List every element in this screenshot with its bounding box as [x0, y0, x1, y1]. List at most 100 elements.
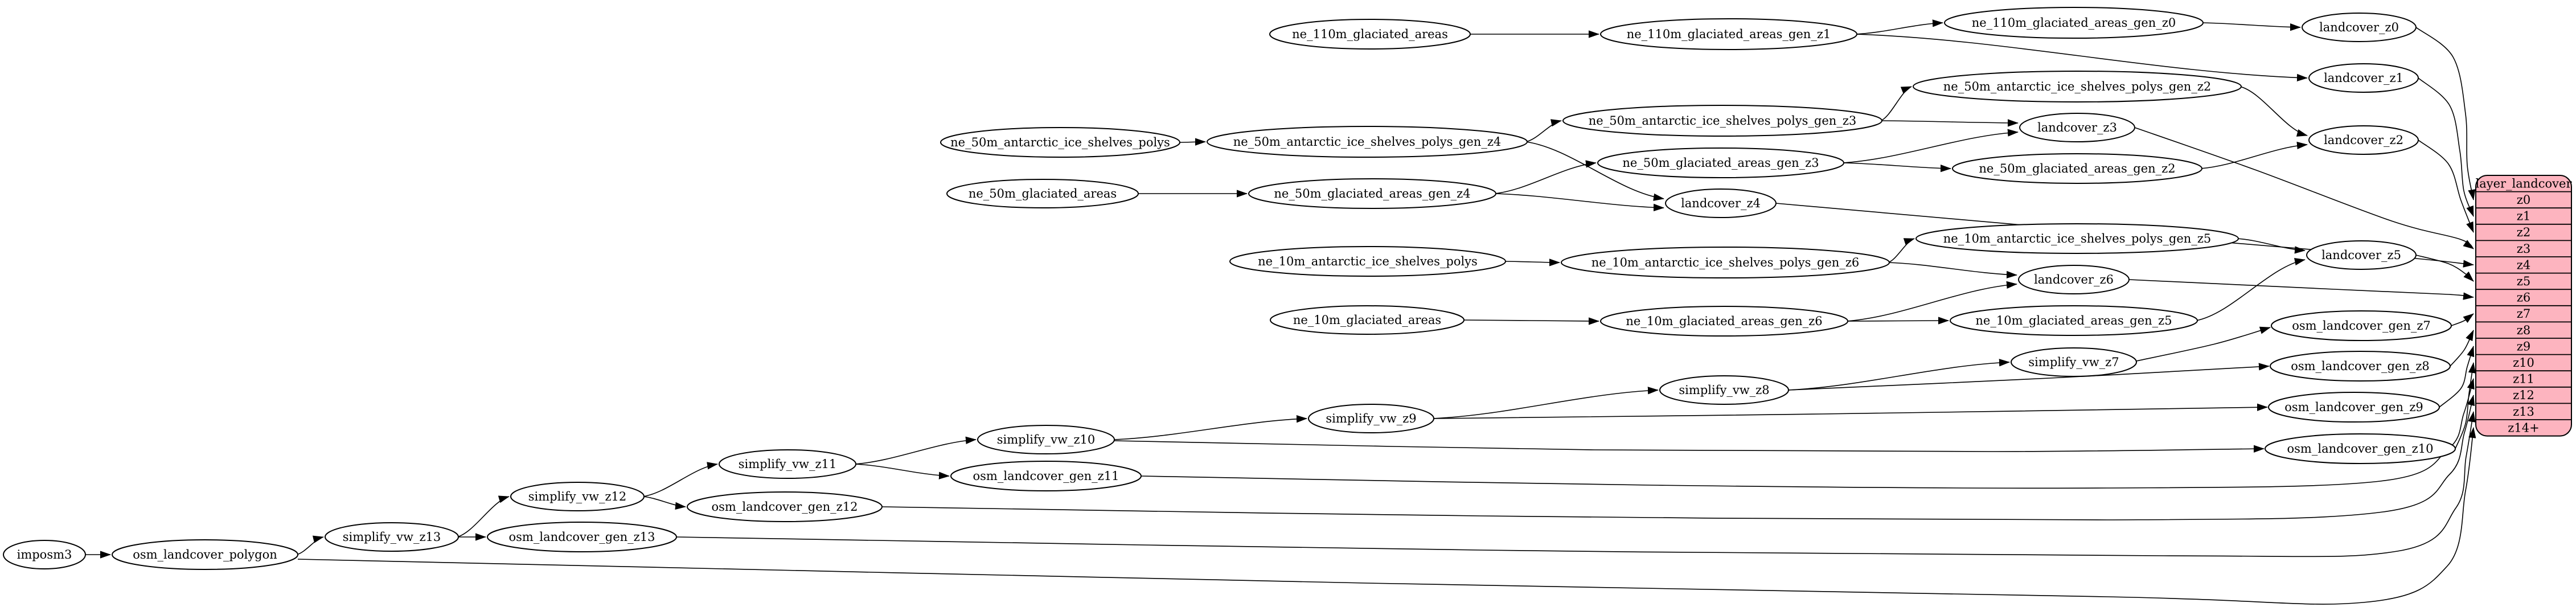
node-label: ne_10m_antarctic_ice_shelves_polys_gen_z… — [1591, 256, 1860, 269]
node-ne_50m_glaciated_areas_gen_z3: ne_50m_glaciated_areas_gen_z3 — [1597, 147, 1844, 178]
edge-og11-row-z11 — [1141, 378, 2475, 489]
edge-n10gg6-lz6 — [1846, 281, 2017, 322]
node-simplify_vw_z7: simplify_vw_z7 — [2011, 347, 2137, 377]
table-row-z5: z5 — [2517, 274, 2530, 288]
edge-og9-row-z9 — [2439, 346, 2475, 408]
node-label: osm_landcover_gen_z10 — [2287, 442, 2434, 456]
node-landcover_z6: landcover_z6 — [2018, 265, 2130, 294]
node-label: imposm3 — [17, 548, 72, 561]
node-ellipse — [2308, 63, 2419, 93]
node-ellipse — [2271, 310, 2452, 341]
node-ellipse — [977, 425, 1115, 454]
edge-lz3-row-z3 — [2134, 127, 2474, 249]
table-row-z4: z4 — [2517, 258, 2530, 272]
node-label: landcover_z0 — [2319, 20, 2399, 34]
node-landcover_z1: landcover_z1 — [2308, 63, 2419, 93]
node-label: landcover_z2 — [2324, 133, 2403, 147]
node-ne_10m_antarctic_ice_shelves_polys: ne_10m_antarctic_ice_shelves_polys — [1229, 246, 1506, 277]
node-ellipse — [687, 491, 883, 522]
table-row-z10: z10 — [2513, 356, 2534, 370]
edge-svw9-og9 — [1433, 403, 2268, 419]
edge-n10sg6-lz6 — [1888, 262, 2017, 279]
node-ellipse — [1269, 19, 1471, 50]
node-label: ne_10m_glaciated_areas — [1293, 313, 1441, 327]
layer-landcover-table: layer_landcoverz0z1z2z3z4z5z6z7z8z9z10z1… — [2475, 175, 2572, 437]
node-ellipse — [1659, 375, 1789, 405]
node-landcover_z0: landcover_z0 — [2302, 13, 2417, 42]
node-label: landcover_z3 — [2037, 121, 2117, 134]
edge-n50gg4-n50gg3 — [1494, 160, 1597, 194]
node-ellipse — [1561, 247, 1890, 278]
edge-n50sg4-n50sg3 — [1525, 119, 1562, 142]
edge-osmpoly-svw13 — [296, 535, 324, 555]
node-label: ne_50m_antarctic_ice_shelves_polys_gen_z… — [1233, 135, 1502, 149]
node-ellipse — [2302, 13, 2417, 42]
node-ellipse — [2019, 113, 2135, 142]
edge-svw10-og10 — [1114, 440, 2265, 453]
node-label: simplify_vw_z7 — [2028, 355, 2119, 369]
edge-svw8-og8 — [1788, 363, 2270, 391]
node-ne_110m_glaciated_areas_gen_z0: ne_110m_glaciated_areas_gen_z0 — [1944, 7, 2204, 39]
table-row-z13: z13 — [2513, 405, 2534, 419]
table-row-z9: z9 — [2517, 339, 2530, 353]
node-label: simplify_vw_z13 — [343, 530, 441, 544]
node-label: osm_landcover_gen_z12 — [712, 500, 858, 514]
node-ne_50m_antarctic_ice_shelves_polys_gen_z3: ne_50m_antarctic_ice_shelves_polys_gen_z… — [1562, 105, 1882, 137]
table-row-z8: z8 — [2517, 323, 2530, 337]
edge-n110g0-lz0 — [2201, 22, 2301, 31]
node-ellipse — [2306, 240, 2417, 270]
node-ellipse — [1944, 7, 2204, 39]
edge-svw12-svw11 — [642, 462, 718, 497]
node-imposm3: imposm3 — [3, 540, 86, 569]
table-row-z3: z3 — [2517, 242, 2530, 256]
node-ellipse — [1248, 178, 1496, 209]
node-label: ne_50m_glaciated_areas_gen_z2 — [1979, 162, 2175, 175]
edge-svw12-og12 — [642, 496, 686, 510]
node-label: osm_landcover_polygon — [133, 548, 277, 561]
node-ne_50m_glaciated_areas_gen_z4: ne_50m_glaciated_areas_gen_z4 — [1248, 178, 1496, 209]
node-landcover_z4: landcover_z4 — [1665, 188, 1777, 218]
node-label: ne_10m_antarctic_ice_shelves_polys_gen_z… — [1943, 232, 2212, 245]
edge-n10sg6-n10sg5 — [1888, 238, 1915, 263]
node-ne_10m_glaciated_areas: ne_10m_glaciated_areas — [1270, 305, 1465, 335]
edge-lz1-row-z1 — [2418, 77, 2474, 217]
edge-og12-row-z12 — [881, 395, 2475, 521]
edge-n50sg3-lz3 — [1880, 119, 2019, 127]
edge-lz0-row-z0 — [2415, 27, 2476, 200]
table-title: layer_landcover — [2475, 177, 2572, 190]
edge-og13-row-z13 — [676, 411, 2476, 557]
edge-n50sg3-n50sg2 — [1880, 86, 1912, 121]
node-label: landcover_z1 — [2324, 71, 2403, 85]
edge-n110g1-lz1 — [1855, 34, 2308, 82]
edge-og8-row-z8 — [2450, 330, 2474, 367]
edge-n10gg5-lz5 — [2196, 258, 2306, 321]
node-ellipse — [946, 179, 1139, 208]
node-label: ne_110m_glaciated_areas_gen_z0 — [1972, 16, 2176, 30]
node-ellipse — [1597, 147, 1844, 178]
node-label: ne_50m_glaciated_areas_gen_z3 — [1622, 156, 1819, 170]
node-label: ne_110m_glaciated_areas — [1292, 27, 1448, 41]
node-ne_50m_glaciated_areas_gen_z2: ne_50m_glaciated_areas_gen_z2 — [1952, 153, 2202, 184]
node-label: ne_50m_glaciated_areas_gen_z4 — [1274, 187, 1470, 200]
edge-n110g1-n110g0 — [1855, 19, 1943, 35]
edge-og7-row-z7 — [2451, 313, 2474, 326]
node-ellipse — [1600, 18, 1857, 50]
node-osm_landcover_gen_z7: osm_landcover_gen_z7 — [2271, 310, 2452, 341]
edges-layer — [84, 19, 2476, 605]
node-ellipse — [1915, 223, 2239, 254]
node-ellipse — [3, 540, 86, 569]
node-ellipse — [487, 522, 677, 552]
edge-n50sg2-lz2 — [2239, 86, 2308, 137]
node-ne_50m_antarctic_ice_shelves_polys_gen_z4: ne_50m_antarctic_ice_shelves_polys_gen_z… — [1207, 126, 1528, 158]
node-label: ne_50m_antarctic_ice_shelves_polys_gen_z… — [1943, 80, 2212, 93]
node-label: ne_50m_antarctic_ice_shelves_polys — [950, 136, 1170, 149]
node-label: osm_landcover_gen_z13 — [509, 530, 655, 544]
node-ellipse — [325, 522, 459, 552]
node-landcover_z2: landcover_z2 — [2308, 125, 2419, 155]
node-ellipse — [940, 127, 1180, 158]
node-ellipse — [2308, 125, 2419, 155]
node-label: simplify_vw_z9 — [1326, 412, 1416, 425]
node-osm_landcover_gen_z8: osm_landcover_gen_z8 — [2270, 351, 2451, 382]
node-label: osm_landcover_gen_z7 — [2292, 319, 2431, 333]
